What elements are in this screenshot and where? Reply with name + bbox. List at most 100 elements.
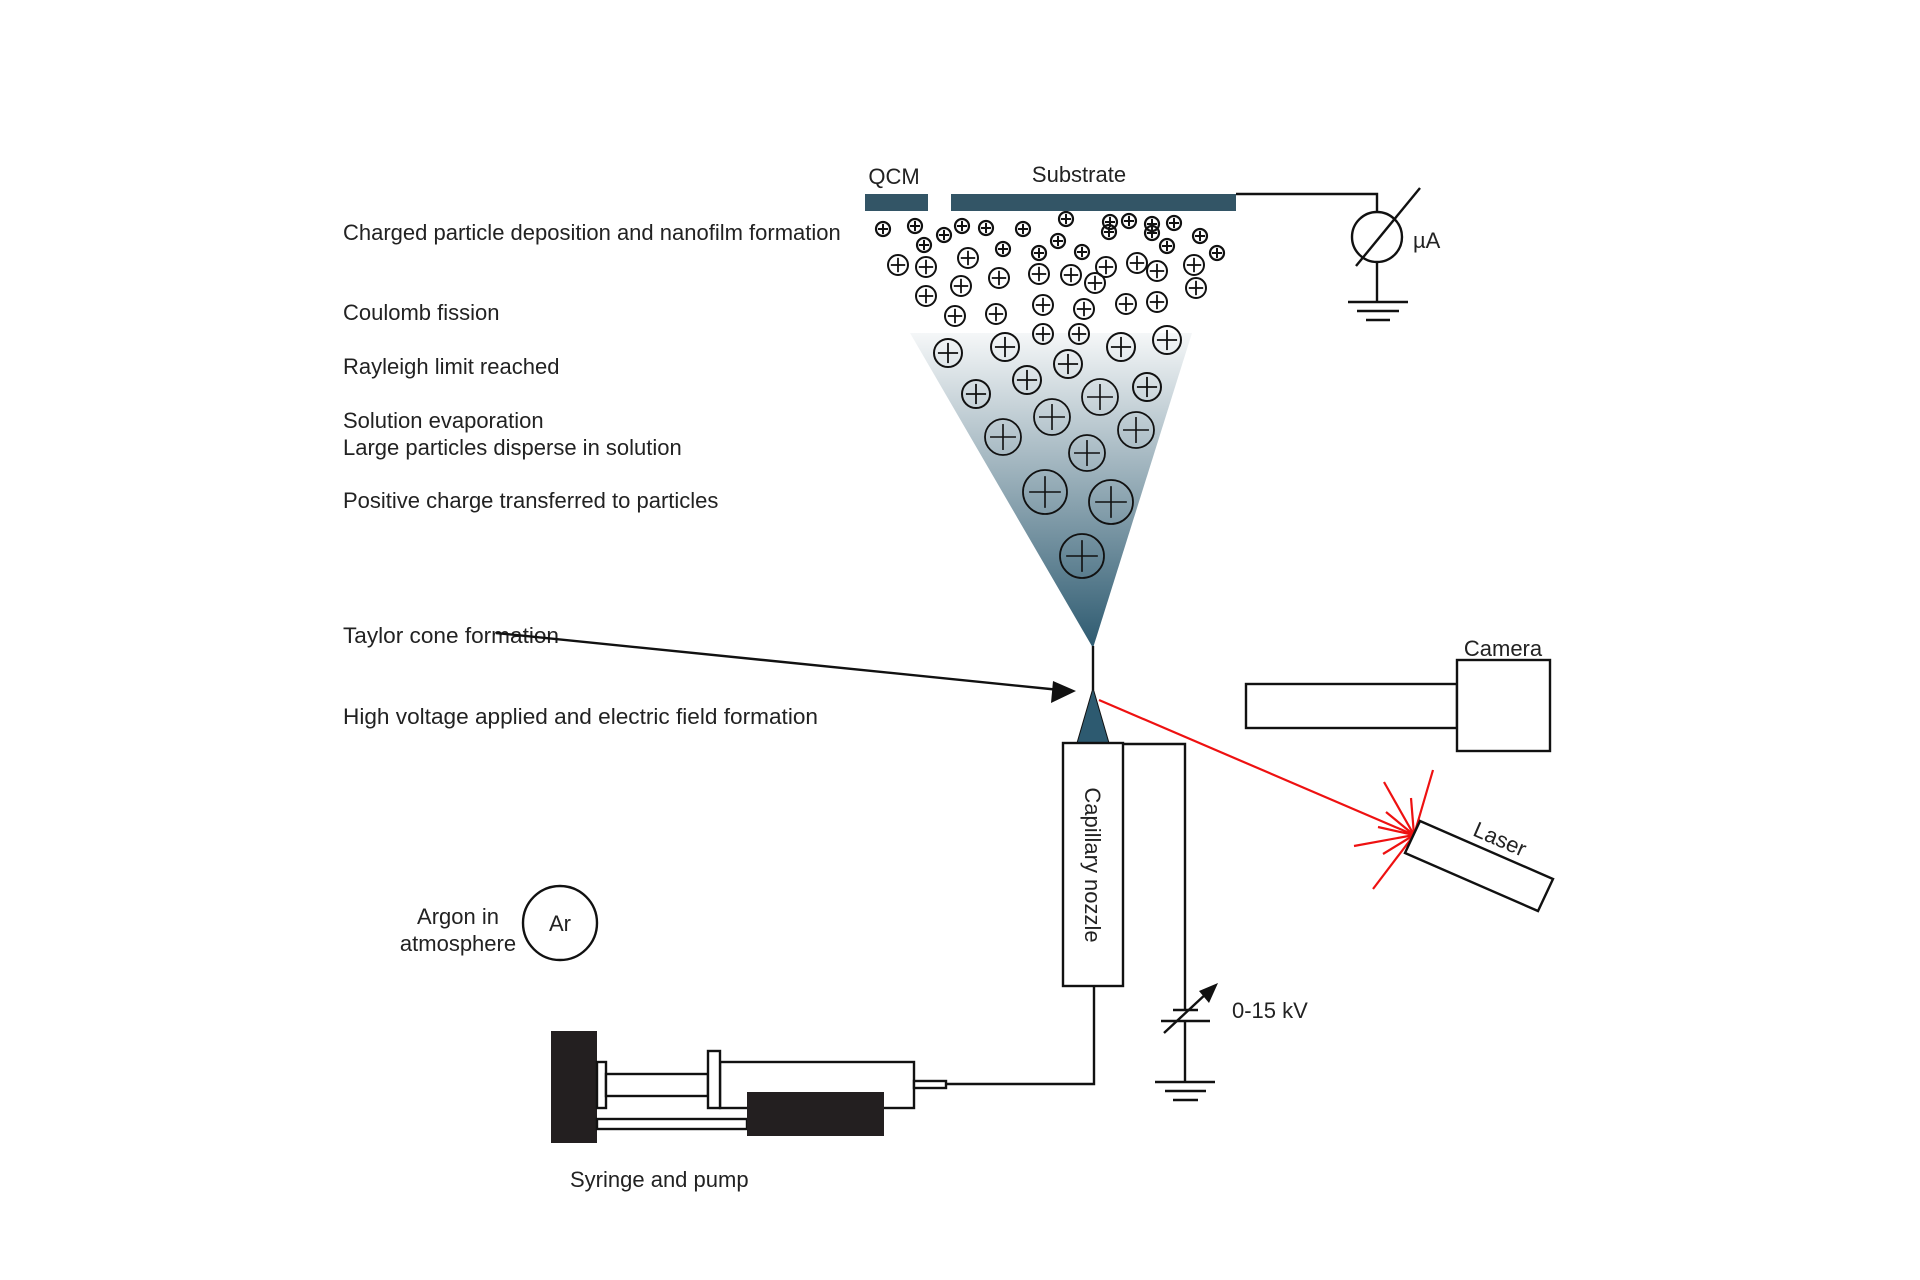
capillary-nozzle <box>1061 741 1125 988</box>
positive-charge-icon <box>1073 243 1091 261</box>
positive-charge-icon <box>1033 398 1071 436</box>
positive-charge-icon <box>1032 294 1054 316</box>
positive-charge-icon <box>1126 252 1148 274</box>
positive-charge-icon <box>1115 293 1137 315</box>
positive-charge-icon <box>1158 237 1176 255</box>
positive-charge-icon <box>1191 227 1209 245</box>
taylor-cone-arrow <box>495 631 1076 703</box>
variable-voltage-source-icon <box>1161 983 1218 1034</box>
positive-charge-icon <box>1053 349 1083 379</box>
positive-charge-icon <box>1208 244 1226 262</box>
ammeter-wire <box>1236 192 1379 212</box>
positive-charge-icon <box>961 379 991 409</box>
plunger-flange <box>595 1060 608 1110</box>
ammeter-circuit: µA <box>1236 187 1441 322</box>
positive-charge-icon <box>874 220 892 238</box>
laser-beam <box>1098 698 1435 890</box>
argon-label-line1: Argon in <box>417 904 499 929</box>
positive-charge-icon <box>935 226 953 244</box>
pump-rod <box>595 1117 749 1131</box>
process-step-labels: Charged particle deposition and nanofilm… <box>343 220 841 729</box>
plunger-rod <box>604 1072 710 1098</box>
positive-charge-icon <box>1057 210 1075 228</box>
positive-charge-icon <box>915 256 937 278</box>
positive-charge-icon <box>915 285 937 307</box>
step-rayleigh-limit: Rayleigh limit reached <box>343 354 559 379</box>
ammeter-unit-label: µA <box>1413 228 1441 253</box>
barrel-flange <box>706 1049 722 1110</box>
feed-line <box>946 986 1096 1086</box>
positive-charge-icon <box>915 236 933 254</box>
camera-label: Camera <box>1464 636 1543 661</box>
arrow-icon <box>1051 681 1076 703</box>
positive-charge-icon <box>1049 232 1067 250</box>
step-positive-charge: Positive charge transferred to particles <box>343 488 718 513</box>
laser-beam-line <box>1098 698 1415 837</box>
high-voltage-circuit: 0-15 kV <box>1123 742 1308 1102</box>
positive-charge-icon <box>1095 256 1117 278</box>
arrow-line <box>495 631 1061 692</box>
step-large-particles: Large particles disperse in solution <box>343 435 682 460</box>
positive-charge-icon <box>1185 277 1207 299</box>
hv-wire <box>1123 742 1187 1010</box>
positive-charge-icon <box>988 267 1010 289</box>
laser-scatter-rays <box>1353 769 1435 890</box>
syringe-label: Syringe and pump <box>570 1167 749 1192</box>
step-coulomb-fission: Coulomb fission <box>343 300 500 325</box>
argon-atmosphere: Argon in atmosphere Ar <box>400 884 599 962</box>
charged-particles <box>874 210 1226 579</box>
positive-charge-icon <box>1165 214 1183 232</box>
ground-icon <box>1348 300 1408 322</box>
camera-lens <box>1244 682 1459 730</box>
positive-charge-icon <box>1106 332 1136 362</box>
step-solution-evaporation: Solution evaporation <box>343 408 544 433</box>
pump-block <box>551 1031 597 1143</box>
positive-charge-icon <box>906 217 924 235</box>
syringe-needle <box>912 1079 948 1090</box>
positive-charge-icon <box>977 219 995 237</box>
pump-body <box>747 1092 884 1136</box>
ammeter-icon <box>1350 187 1421 267</box>
camera-body <box>1455 658 1552 753</box>
positive-charge-icon <box>1022 469 1068 515</box>
argon-label-line2: atmosphere <box>400 931 516 956</box>
positive-charge-icon <box>1068 434 1106 472</box>
positive-charge-icon <box>953 217 971 235</box>
positive-charge-icon <box>1117 411 1155 449</box>
positive-charge-icon <box>1060 264 1082 286</box>
positive-charge-icon <box>1152 325 1182 355</box>
laser-body <box>1403 819 1555 913</box>
argon-symbol: Ar <box>549 911 571 936</box>
positive-charge-icon <box>944 305 966 327</box>
taylor-cone <box>1076 686 1110 744</box>
substrate-plate <box>951 194 1236 211</box>
qcm-label: QCM <box>868 164 919 189</box>
positive-charge-icon <box>1030 244 1048 262</box>
positive-charge-icon <box>1081 378 1119 416</box>
step-deposition: Charged particle deposition and nanofilm… <box>343 220 841 245</box>
positive-charge-icon <box>1068 323 1090 345</box>
positive-charge-icon <box>1100 223 1118 241</box>
substrate-label: Substrate <box>1032 162 1126 187</box>
positive-charge-icon <box>1146 291 1168 313</box>
positive-charge-icon <box>933 338 963 368</box>
positive-charge-icon <box>990 332 1020 362</box>
step-high-voltage: High voltage applied and electric field … <box>343 704 818 729</box>
positive-charge-icon <box>1073 298 1095 320</box>
positive-charge-icon <box>950 275 972 297</box>
nozzle-label: Capillary nozzle <box>1080 787 1105 942</box>
laser: Laser <box>1403 817 1555 913</box>
spray-cone <box>910 333 1192 648</box>
positive-charge-icon <box>1032 323 1054 345</box>
positive-charge-icon <box>1132 372 1162 402</box>
qcm-plate <box>865 194 928 211</box>
positive-charge-icon <box>1120 212 1138 230</box>
positive-charge-icon <box>957 247 979 269</box>
positive-charge-icon <box>984 418 1022 456</box>
voltage-label: 0-15 kV <box>1232 998 1308 1023</box>
positive-charge-icon <box>1183 254 1205 276</box>
positive-charge-icon <box>1088 479 1134 525</box>
positive-charge-icon <box>1143 224 1161 242</box>
positive-charge-icon <box>1012 365 1042 395</box>
